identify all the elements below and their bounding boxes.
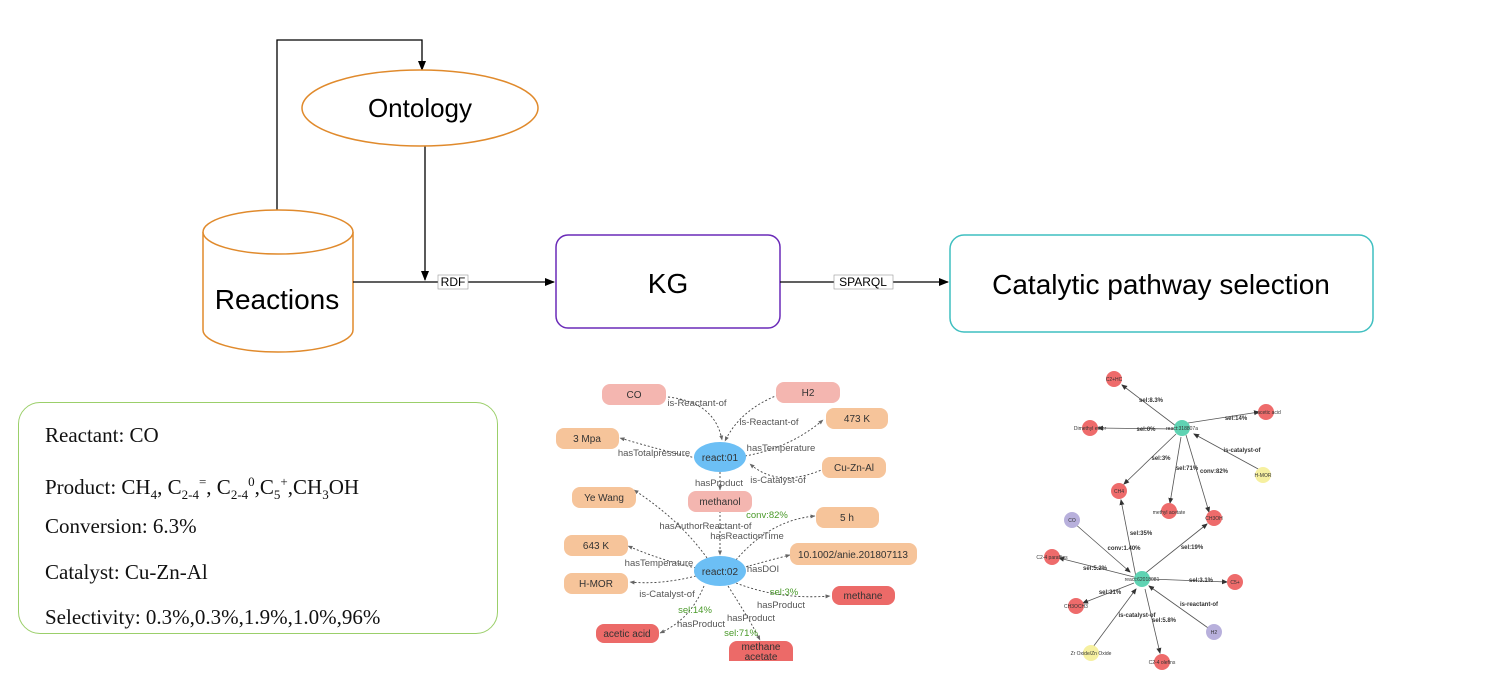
kg2-edge-15: is-reactant-of (1180, 602, 1219, 608)
kg1-methanol: methanol (699, 497, 740, 508)
kg2-react-b: react:62018081 (1125, 577, 1160, 583)
kg2-edge-6: sel:71% (1176, 466, 1199, 472)
kg1-methane: methane (844, 591, 883, 602)
kg1-edge-1: is-Reactant-of (667, 398, 726, 409)
kg1-edge-11: hasTemperature (625, 558, 694, 569)
kg-label: KG (648, 268, 688, 299)
reactant-line: Reactant: CO (45, 423, 159, 447)
kg1-edge-5: is-Catalyst-of (750, 475, 806, 486)
kg2-edge-9: conv:1.40% (1107, 546, 1141, 552)
kg1-edge-4: hasTotalpressure (618, 448, 690, 459)
kg1-edge-7: hasAuthor (659, 521, 702, 532)
kg1-doi: 10.1002/anie.201807113 (798, 550, 908, 561)
kg1-edge-10: hasReactionTime (710, 531, 784, 542)
kg2-edge-16: sel:5.8% (1152, 618, 1177, 624)
kg1-methane-acetate-2: acetate (745, 652, 778, 663)
kg-example-2 (1058, 384, 1261, 654)
conversion-line: Conversion: 6.3% (45, 514, 197, 538)
kg1-edge-19: sel:71% (724, 628, 758, 639)
kg1-473k: 473 K (844, 414, 870, 425)
kg1-edge-9: conv:82% (746, 510, 788, 521)
kg1-react02: react:02 (702, 567, 739, 578)
kg2-edge-14: is-catalyst-of (1118, 613, 1156, 619)
reactions-database (202, 209, 354, 353)
kg2-hmor: H-MOR (1255, 473, 1272, 479)
feedback-arrow (276, 39, 426, 212)
kg2-edge-4: is-catalyst-of (1223, 448, 1261, 454)
kg2-ch3oh: CH3OH (1205, 516, 1223, 522)
kg2-react-a: react:318807a (1166, 426, 1198, 432)
kg1-edge-6: hasProduct (695, 478, 743, 489)
selectivity-line: Selectivity: 0.3%,0.3%,1.9%,1.0%,96% (45, 605, 381, 629)
kg1-h2: H2 (802, 388, 815, 399)
kg2-edge-5: sel:3% (1151, 456, 1171, 462)
kg2-edge-2: sel:14% (1225, 416, 1248, 422)
kg2-edge-8: sel:35% (1130, 531, 1153, 537)
selection-node (949, 234, 1374, 333)
kg1-edge-18: hasProduct (727, 613, 775, 624)
kg1-cuznal: Cu-Zn-Al (834, 463, 874, 474)
kg2-edge-13: sel:31% (1099, 590, 1122, 596)
reaction-info-card: Reactant: CO Product: CH4, C2-4=, C2-40,… (18, 402, 498, 634)
product-line: Product: CH4, C2-4=, C2-40,C5+,CH3OH (45, 473, 360, 502)
kg2-co: CO (1068, 518, 1076, 524)
kg-example-1 (619, 394, 831, 641)
kg2-edge-1: sel:8.3% (1139, 398, 1164, 404)
kg2-edge-3: sel:0% (1136, 427, 1156, 433)
kg1-edge-15: hasProduct (757, 600, 805, 611)
product-prefix: Product: CH (45, 474, 151, 499)
kg2-acetic-acid: acetic acid (1257, 410, 1281, 416)
kg1-co: CO (627, 390, 642, 401)
kg2-edge-11: sel:5.2% (1083, 566, 1108, 572)
kg2-edge-12: sel:3.1% (1189, 578, 1214, 584)
kg1-edge-3: hasTemperature (747, 443, 816, 454)
rdf-label: RDF (441, 275, 466, 289)
kg2-dme: Dimethyl ether (1074, 426, 1107, 432)
kg1-acetic-acid: acetic acid (603, 629, 650, 640)
kg1-yewang: Ye Wang (584, 493, 624, 504)
kg1-edge-12: hasDOI (747, 564, 779, 575)
kg1-edge-16: sel:14% (678, 605, 712, 616)
kg2-c24-paraffins: C2-4 paraffins (1036, 555, 1068, 561)
kg2-edge-7: conv:82% (1200, 469, 1229, 475)
ontology-node (301, 69, 539, 147)
kg1-edge-13: is-Catalyst-of (639, 589, 695, 600)
kg2-c24-olefins: C2-4 olefins (1149, 660, 1176, 666)
kg1-hmor: H-MOR (579, 579, 613, 590)
kg2-ch3och3: CH3OCH3 (1064, 604, 1088, 610)
kg1-edge-14: sel:3% (770, 587, 799, 598)
kg1-5h: 5 h (840, 513, 854, 524)
kg2-h2: H2 (1211, 630, 1218, 636)
kg2-methyl-acetate: methyl acetate (1153, 510, 1186, 516)
kg1-3mpa: 3 Mpa (573, 434, 601, 445)
selection-label: Catalytic pathway selection (992, 269, 1330, 300)
reactions-label: Reactions (215, 284, 340, 315)
kg2-ch4: CH4 (1114, 489, 1124, 495)
catalyst-line: Catalyst: Cu-Zn-Al (45, 559, 208, 584)
kg1-643k: 643 K (583, 541, 609, 552)
kg1-react01: react:01 (702, 453, 739, 464)
kg2-edge-10: sel:19% (1181, 545, 1204, 551)
kg2-c5: C5+ (1230, 580, 1239, 586)
kg1-edge-8: Reactant-of (702, 521, 751, 532)
kg2-c2hc: C2+HC (1106, 377, 1123, 383)
kg1-edge-2: is-Reactant-of (739, 417, 798, 428)
sparql-label: SPARQL (839, 275, 887, 289)
kg2-zr-oxide: Zr Oxide/Zn Oxide (1071, 651, 1112, 657)
ontology-label: Ontology (368, 93, 472, 123)
kg1-methane-acetate-1: methane (742, 642, 781, 653)
kg1-edge-17: hasProduct (677, 619, 725, 630)
